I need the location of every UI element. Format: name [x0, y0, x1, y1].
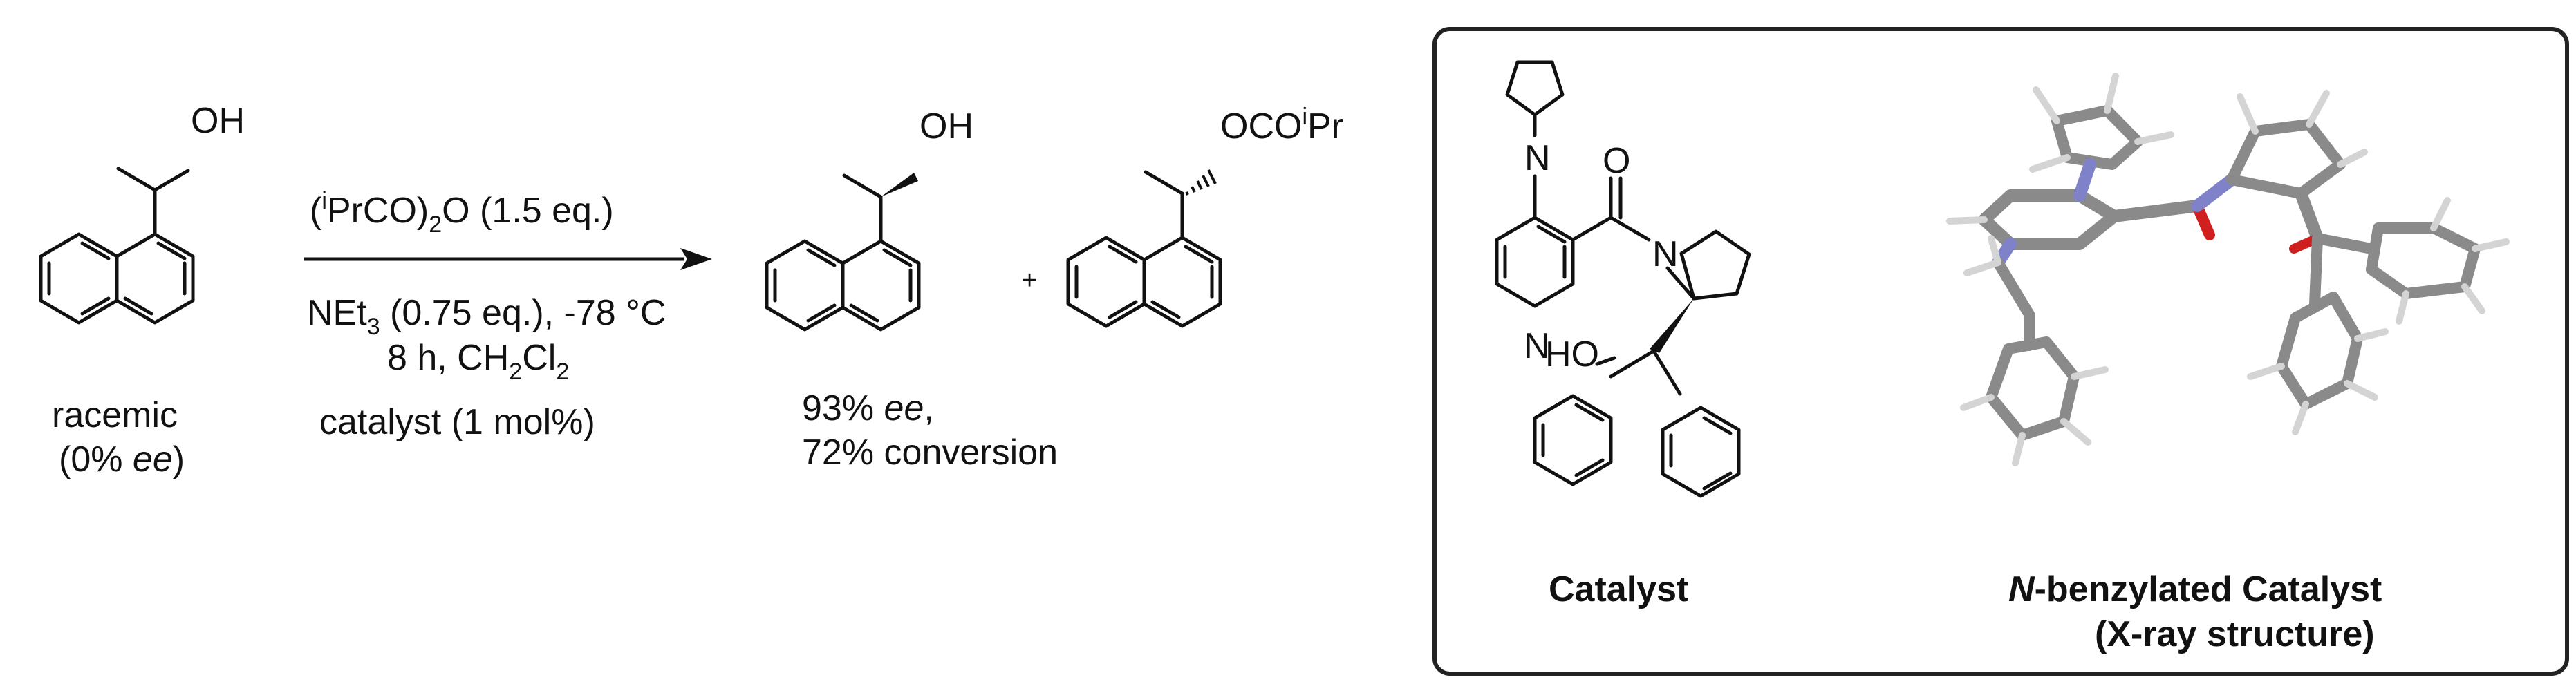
product-oh-label: OH: [920, 106, 973, 146]
xray-pyrrolidine-ring: [2051, 105, 2143, 170]
reaction-arrow: [304, 248, 712, 270]
catalyst-structure: N N O N HO: [1495, 60, 1751, 609]
conversion-value: 72% conversion: [802, 433, 1058, 473]
reactant-structure: OH racemic (0% ee): [39, 101, 245, 479]
xray-caption-line2: (X-ray structure): [2095, 614, 2375, 654]
catalyst-caption: Catalyst: [1549, 569, 1688, 609]
pyridine-n-label: N: [1524, 326, 1550, 366]
ee-value: 93% ee,: [802, 388, 934, 428]
wedge-bond: [881, 173, 918, 197]
pyrrolidine-ring-top: [1505, 60, 1565, 137]
reaction-conditions: (iPrCO)2O (1.5 eq.) NEt3 (0.75 eq.), -78…: [304, 188, 712, 442]
side-chain: [116, 167, 190, 236]
ester-product: OCOiPr: [1066, 104, 1343, 328]
xray-phenyl-lower: [2276, 292, 2363, 410]
xray-amide-n-bond: [2191, 173, 2238, 212]
stereo-wedge: [1650, 298, 1694, 353]
pyridine-ring: [1495, 174, 1575, 308]
plus-sign: +: [1022, 266, 1037, 295]
xray-prolinol-ring: [2226, 119, 2346, 199]
xray-phenyl-lower-link: [2309, 233, 2323, 310]
pyrrolidine-n-label: N: [1524, 138, 1551, 178]
xray-hydrogens: [1946, 73, 2510, 466]
side-chain: [842, 173, 883, 243]
alcohol-product: OH 93% ee, 72% conversion: [765, 106, 1058, 473]
catalyst-loading: catalyst (1 mol%): [319, 402, 595, 442]
time-solvent-condition: 8 h, CH2Cl2: [387, 338, 569, 385]
ester-group-label: OCOiPr: [1220, 104, 1343, 146]
naphthalene-rings: [1066, 236, 1222, 328]
anhydride-reagent: (iPrCO)2O (1.5 eq.): [310, 188, 614, 238]
catalyst-panel-frame: [1432, 27, 2569, 676]
xray-structure: N-benzylated Catalyst (X-ray structure): [1946, 73, 2510, 654]
xray-amide-bond: [2108, 200, 2203, 222]
reactant-ee-label: (0% ee): [59, 439, 185, 479]
amide-o-label: O: [1603, 141, 1630, 181]
xray-phenyl-right: [2366, 222, 2481, 299]
catalyst-ho-label: HO: [1545, 334, 1599, 374]
naphthalene-rings: [765, 239, 921, 332]
xray-benzyl-ch2: [1992, 257, 2035, 320]
xray-pyridine-ring: [1978, 189, 2120, 250]
xray-caption-line1: N-benzylated Catalyst: [2008, 569, 2382, 609]
diphenyl-carbinol: [1533, 349, 1741, 498]
xray-phenyl-right-link: [2312, 233, 2377, 254]
naphthalene-rings: [39, 232, 195, 325]
hashed-bond: [1185, 169, 1217, 196]
prolinol-ring: [1665, 229, 1751, 301]
xray-carbinol-bond: [2295, 187, 2324, 245]
reactant-racemic-label: racemic: [52, 395, 178, 435]
amide-linkage: [1571, 176, 1651, 242]
side-chain: [1144, 170, 1184, 240]
base-condition: NEt3 (0.75 eq.), -78 °C: [307, 293, 666, 340]
xray-cn-bond: [2073, 158, 2096, 202]
reactant-oh-label: OH: [191, 101, 245, 141]
amide-n-label: N: [1652, 234, 1679, 274]
